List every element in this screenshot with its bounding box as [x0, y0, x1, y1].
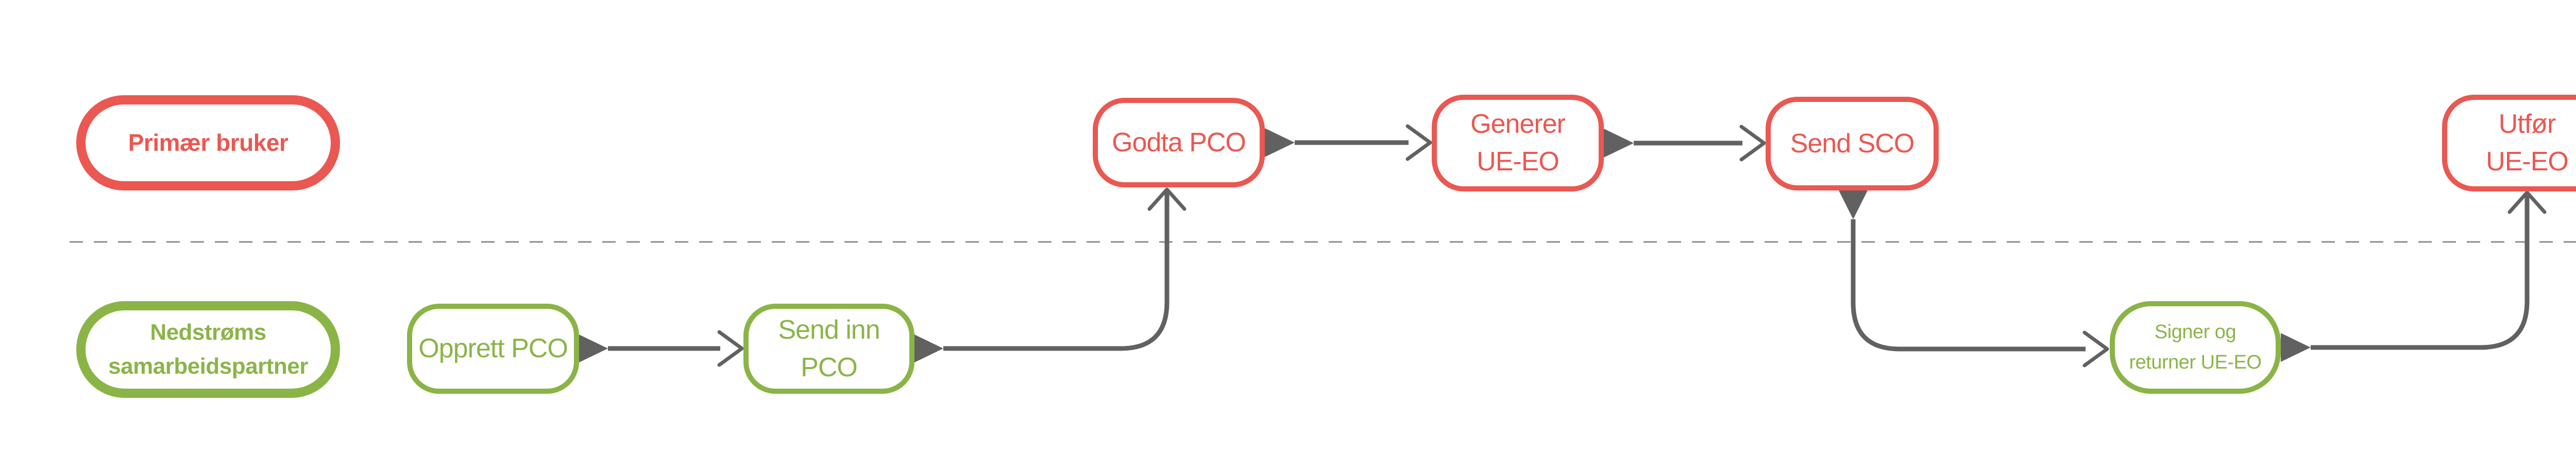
- node-utfor-ue-eo: Utfør UE-EO: [2442, 95, 2576, 191]
- node-opprett-pco: Opprett PCO: [407, 304, 579, 394]
- node-send-inn-pco: Send inn PCO: [743, 304, 914, 394]
- arrowhead-chevron-icon: [2082, 330, 2109, 368]
- arrowhead-chevron-icon: [717, 330, 744, 367]
- arrow-tail-triangle-icon: [1265, 128, 1295, 157]
- edge-line: [943, 190, 1170, 351]
- edge-line: [2311, 194, 2530, 350]
- arrowhead-chevron-icon: [2507, 190, 2547, 214]
- arrow-tail-triangle-icon: [913, 334, 943, 363]
- arrow-tail-triangle-icon: [2281, 333, 2311, 362]
- edge-send-inn-pco-to-godta-pco: [913, 187, 1187, 363]
- node-label: Godta PCO: [1112, 127, 1246, 158]
- edge-generer-ue-eo-to-send-sco: [1604, 125, 1766, 162]
- node-label: Signer og returner UE-EO: [2129, 321, 2262, 373]
- arrow-tail-triangle-icon: [578, 334, 608, 363]
- node-label: Generer UE-EO: [1470, 109, 1566, 177]
- lane-label-primaer-bruker: Primær bruker: [76, 95, 340, 190]
- node-send-sco: Send SCO: [1766, 97, 1939, 190]
- edge-godta-pco-to-generer-ue-eo: [1265, 124, 1432, 161]
- arrow-tail-triangle-icon: [1604, 129, 1634, 158]
- arrowhead-chevron-icon: [1739, 125, 1766, 162]
- arrowhead-chevron-icon: [1405, 124, 1432, 161]
- node-label: Utfør UE-EO: [2486, 109, 2569, 177]
- arrowhead-chevron-icon: [1147, 187, 1187, 211]
- lane-label-text: Primær bruker: [128, 129, 289, 156]
- node-signer-og-returner-ue-eo: Signer og returner UE-EO: [2110, 301, 2281, 394]
- edge-signer-og-returner-ue-eo-to-utfor-ue-eo: [2281, 190, 2547, 362]
- edge-send-sco-to-signer-og-returner-ue-eo: [1839, 190, 2109, 368]
- node-label: Send SCO: [1790, 128, 1915, 159]
- lane-label-text: Nedstrøms samarbeidspartner: [108, 320, 308, 379]
- edge-line: [1851, 219, 2086, 352]
- lane-label-nedstroms-samarbeidspartner: Nedstrøms samarbeidspartner: [76, 301, 340, 398]
- edge-opprett-pco-to-send-inn-pco: [578, 330, 744, 367]
- node-label: Opprett PCO: [418, 334, 568, 364]
- node-label: Send inn PCO: [778, 315, 880, 382]
- arrow-tail-triangle-icon: [1839, 190, 1868, 219]
- node-godta-pco: Godta PCO: [1093, 98, 1265, 187]
- node-generer-ue-eo: Generer UE-EO: [1432, 95, 1604, 191]
